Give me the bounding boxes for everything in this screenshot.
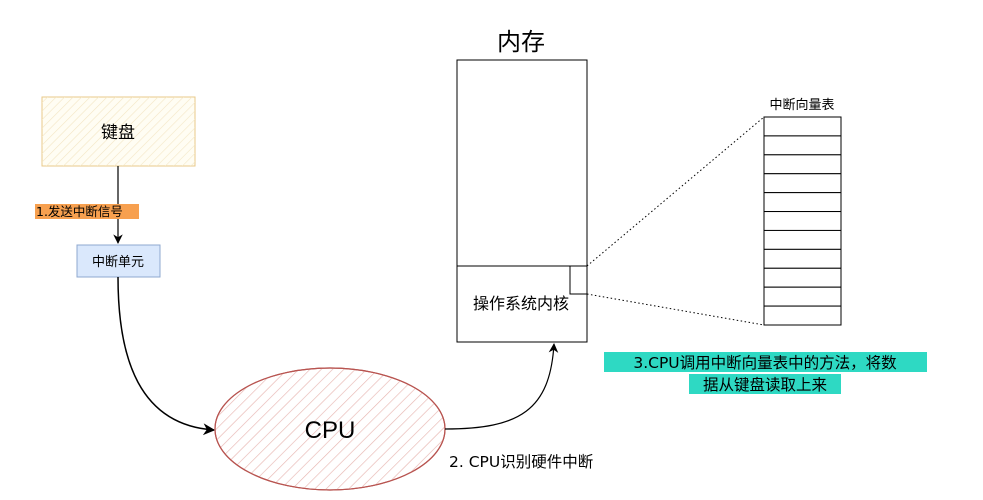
- vector-table-row: [763, 305, 842, 326]
- memory-node: 内存 操作系统内核: [456, 28, 588, 343]
- edge-interrupt-unit-to-cpu: [117, 276, 216, 436]
- interrupt-unit-label: 中断单元: [92, 255, 144, 270]
- kernel-small-box: [569, 265, 588, 295]
- vector-table-rows: [763, 116, 842, 326]
- interrupt-unit-node: 中断单元: [76, 244, 161, 278]
- vector-table-node: 中断向量表: [763, 97, 842, 326]
- step1-label: 1.发送中断信号: [36, 204, 123, 219]
- step3-label-line2: 据从键盘读取上来: [703, 375, 827, 394]
- vector-table-row: [763, 229, 842, 250]
- dotted-connector-top: [586, 116, 765, 267]
- step3-label-group: 3.CPU调用中断向量表中的方法，将数 据从键盘读取上来: [604, 352, 927, 394]
- vector-table-row: [763, 154, 842, 175]
- vector-table-row: [763, 211, 842, 231]
- cpu-label: CPU: [305, 417, 356, 444]
- vector-table-row: [763, 192, 842, 213]
- memory-column: [456, 59, 588, 343]
- step3-highlight-line2: [689, 374, 841, 394]
- vector-table-row: [763, 173, 842, 194]
- vector-table-row: [763, 286, 842, 307]
- keyboard-label: 键盘: [101, 123, 135, 143]
- keyboard-node: 键盘: [41, 96, 196, 167]
- cpu-node: CPU: [214, 367, 446, 491]
- vector-table-row: [763, 267, 842, 288]
- vector-table-title: 中断向量表: [769, 97, 834, 113]
- step3-highlight-line1: [604, 352, 927, 372]
- edge-cpu-to-kernel: [444, 343, 559, 430]
- vector-table-row: [763, 116, 842, 137]
- vector-table-row: [763, 135, 842, 156]
- step3-label-line1: 3.CPU调用中断向量表中的方法，将数: [633, 354, 897, 372]
- step1-highlight: [35, 204, 139, 219]
- dotted-connector-bottom: [586, 293, 765, 326]
- memory-title: 内存: [497, 28, 545, 56]
- kernel-label: 操作系统内核: [473, 294, 569, 313]
- step2-label: 2. CPU识别硬件中断: [449, 453, 593, 471]
- step1-label-group: 1.发送中断信号: [35, 204, 139, 219]
- vector-table-row: [763, 248, 842, 269]
